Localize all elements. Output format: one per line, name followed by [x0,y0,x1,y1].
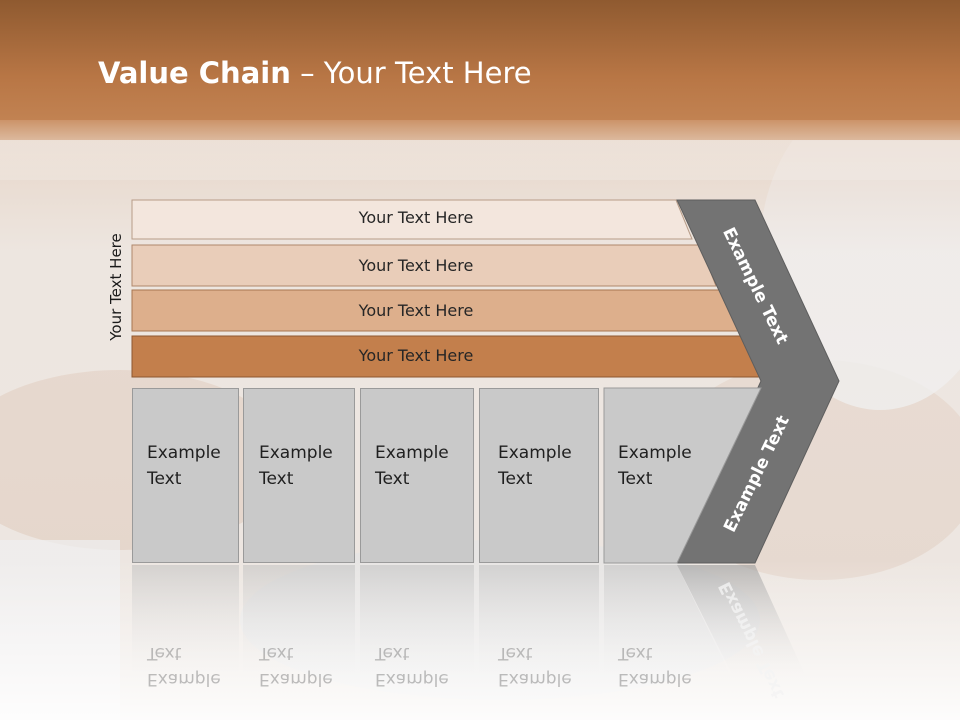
bar-2-shape [131,244,717,287]
box-3 [360,388,474,563]
bar-3-label: Your Text Here [358,301,474,320]
bar-1-shape [131,199,693,240]
chevron-shape [676,199,840,564]
page-title: Value Chain – Your Text Here [98,56,532,90]
box-2 [243,388,355,563]
side-label: Your Text Here [107,233,125,341]
box-4 [479,388,599,563]
bar-4-label: Your Text Here [358,346,474,365]
box-5-shape [603,387,762,564]
bar-1-label: Your Text Here [358,208,474,227]
box-1 [132,388,239,563]
bar-2-label: Your Text Here [358,256,474,275]
